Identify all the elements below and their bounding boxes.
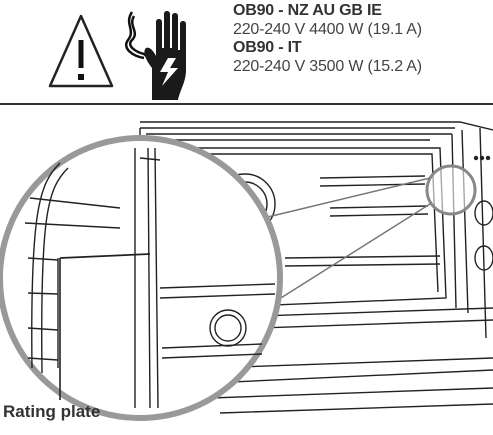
warning-triangle-icon	[48, 14, 114, 88]
oven-illustration	[0, 121, 493, 421]
rating-plate-caption: Rating plate	[3, 402, 101, 421]
divider-line	[0, 103, 493, 105]
rating-spec-block: OB90 - NZ AU GB IE 220-240 V 4400 W (19.…	[233, 2, 491, 76]
rating-value-2: 220-240 V 3500 W (15.2 A)	[233, 57, 422, 75]
model-label-1: OB90 - NZ AU GB IE	[233, 2, 382, 19]
rating-value-1: 220-240 V 4400 W (19.1 A)	[233, 20, 422, 38]
electric-shock-hand-icon	[125, 11, 186, 100]
model-label-2: OB90 - IT	[233, 39, 302, 56]
